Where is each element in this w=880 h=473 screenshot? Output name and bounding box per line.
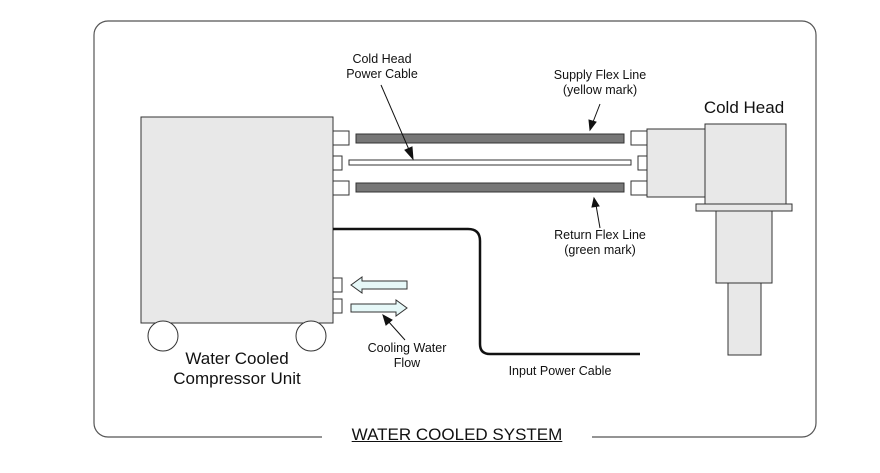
cooling-water-flow-label: Cooling Water Flow <box>352 341 462 371</box>
cold-head-lower-stage <box>715 210 773 284</box>
water-outflow-arrow <box>350 299 408 317</box>
cold-head-upper-body <box>704 123 787 205</box>
leader-power-cable-arrowhead <box>404 146 414 161</box>
leader-return-flex <box>595 204 601 229</box>
diagram-title: WATER COOLED SYSTEM <box>322 425 592 446</box>
leader-power-cable <box>380 84 411 153</box>
cold-head-power-cable-label-line1: Cold Head <box>352 52 412 66</box>
return-flex-line-label-line2: (green mark) <box>564 243 636 257</box>
cold-head-power-cable-label: Cold Head Power Cable <box>332 52 432 82</box>
cold-head-bottom-stage <box>727 282 762 356</box>
supply-flex-line-label: Supply Flex Line (yellow mark) <box>537 68 663 98</box>
cold-head-port-supply <box>630 130 648 146</box>
cold-head-label: Cold Head <box>703 98 785 117</box>
leader-return-flex-arrowhead <box>591 196 600 208</box>
compressor-port-supply <box>332 130 350 146</box>
compressor-wheel-left <box>147 320 179 352</box>
compressor-unit-label: Water Cooled Compressor Unit <box>148 349 326 390</box>
compressor-water-port-in <box>332 277 343 293</box>
input-power-cable-line <box>333 227 640 356</box>
return-flex-line <box>355 182 625 193</box>
leader-supply-flex <box>592 103 601 123</box>
cold-head-port-power <box>637 155 648 171</box>
supply-flex-line <box>355 133 625 144</box>
compressor-port-return <box>332 180 350 196</box>
leader-supply-flex-arrowhead <box>588 119 597 132</box>
compressor-unit-label-line2: Compressor Unit <box>173 369 301 389</box>
return-flex-line-label-line1: Return Flex Line <box>554 228 646 242</box>
return-flex-line-label: Return Flex Line (green mark) <box>537 228 663 258</box>
cooling-water-flow-label-line2: Flow <box>393 356 421 370</box>
cooling-water-flow-label-line1: Cooling Water <box>367 341 447 355</box>
leader-cooling-water <box>387 320 406 341</box>
cold-head-power-cable-label-line2: Power Cable <box>346 67 418 81</box>
leader-cooling-water-arrowhead <box>382 313 393 326</box>
cold-head-power-cable-line <box>348 159 632 166</box>
cold-head-port-return <box>630 180 648 196</box>
compressor-water-port-out <box>332 298 343 314</box>
water-inflow-arrow <box>350 276 408 294</box>
supply-flex-line-label-line2: (yellow mark) <box>562 83 638 97</box>
compressor-wheel-right <box>295 320 327 352</box>
compressor-port-power <box>332 155 343 171</box>
cold-head-flange <box>695 203 793 212</box>
compressor-unit-label-line1: Water Cooled <box>185 349 289 368</box>
compressor-unit-body <box>140 116 334 324</box>
cold-head-motor-box <box>646 128 708 198</box>
input-power-cable-label: Input Power Cable <box>508 364 612 378</box>
supply-flex-line-label-line1: Supply Flex Line <box>553 68 647 82</box>
